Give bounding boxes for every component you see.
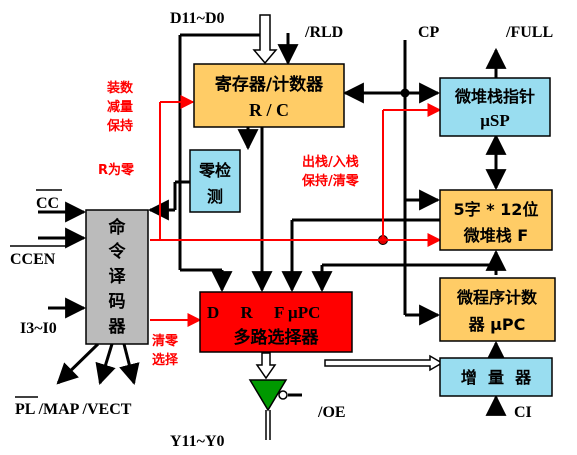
black-wires [38, 33, 507, 416]
stack-pointer-block: 微堆栈指针 μSP [439, 77, 551, 137]
annotation-load: 装数 [106, 80, 134, 96]
annotation-hold: 保持 [106, 118, 133, 134]
decoder-block: 命 令 译 码 器 [85, 209, 149, 345]
cc-label: CC [36, 195, 59, 212]
micro-stack-label: 微堆栈 F [463, 226, 529, 245]
instr-label: I3~I0 [20, 320, 57, 337]
annotation-select: 选择 [152, 352, 179, 368]
data-input-label: D11~D0 [170, 10, 225, 27]
incrementer-block: 增 量 器 [439, 357, 553, 397]
annotation-hold-clear: 保持/清零 [301, 173, 360, 189]
micro-pc-label: 微程序计数 [456, 288, 538, 307]
register-abbrev: R / C [249, 100, 289, 120]
micro-stack-block: 5字 * 12位 微堆栈 F [439, 189, 553, 251]
decoder-char-3: 译 [109, 267, 127, 287]
red-annotations: 装数 减量 保持 R为零 出栈/入栈 保持/清零 清零 选择 [98, 80, 360, 368]
micro-pc-block: 微程序计数 器 μPC [439, 277, 556, 342]
mux-inputs-label: D R F μPC [207, 303, 320, 322]
stack-pointer-label: 微堆栈指针 [454, 87, 535, 106]
annotation-push-pop: 出栈/入栈 [302, 154, 359, 170]
data-bus-arrows [252, 14, 444, 380]
red-control-wires [150, 95, 442, 327]
annotation-r-zero: R为零 [98, 162, 135, 178]
zero-detect-block: 零检 测 [189, 149, 241, 213]
decoder-outputs-label: PL /MAP /VECT [15, 401, 132, 418]
ci-label: CI [514, 404, 532, 421]
mux-label: 多路选择器 [234, 327, 320, 348]
y-output-label: Y11~Y0 [170, 433, 225, 450]
cp-label: CP [418, 24, 440, 41]
annotation-decrement: 减量 [107, 99, 133, 115]
incrementer-label: 增 量 器 [461, 368, 532, 387]
rld-label: /RLD [304, 24, 343, 41]
annotation-clear: 清零 [152, 333, 179, 349]
stack-pointer-abbrev: μSP [480, 111, 509, 130]
zero-detect-label-1: 零检 [198, 161, 231, 180]
ccen-label: CCEN [10, 251, 56, 268]
output-buffer [248, 379, 288, 412]
decoder-char-5: 器 [108, 317, 127, 337]
micro-pc-abbrev: 器 μPC [468, 315, 526, 334]
decoder-char-4: 码 [109, 292, 126, 312]
decoder-char-2: 令 [109, 241, 127, 262]
oe-label: /OE [317, 404, 346, 421]
zero-detect-label-2: 测 [207, 187, 223, 206]
register-label: 寄存器/计数器 [215, 74, 324, 95]
register-counter-block: 寄存器/计数器 R / C [193, 63, 345, 128]
full-label: /FULL [505, 24, 553, 41]
decoder-char-1: 命 [108, 217, 127, 238]
cp-junction [400, 88, 410, 98]
multiplexer-block: D R F μPC 多路选择器 [199, 291, 353, 353]
micro-stack-size: 5字 * 12位 [454, 200, 539, 219]
